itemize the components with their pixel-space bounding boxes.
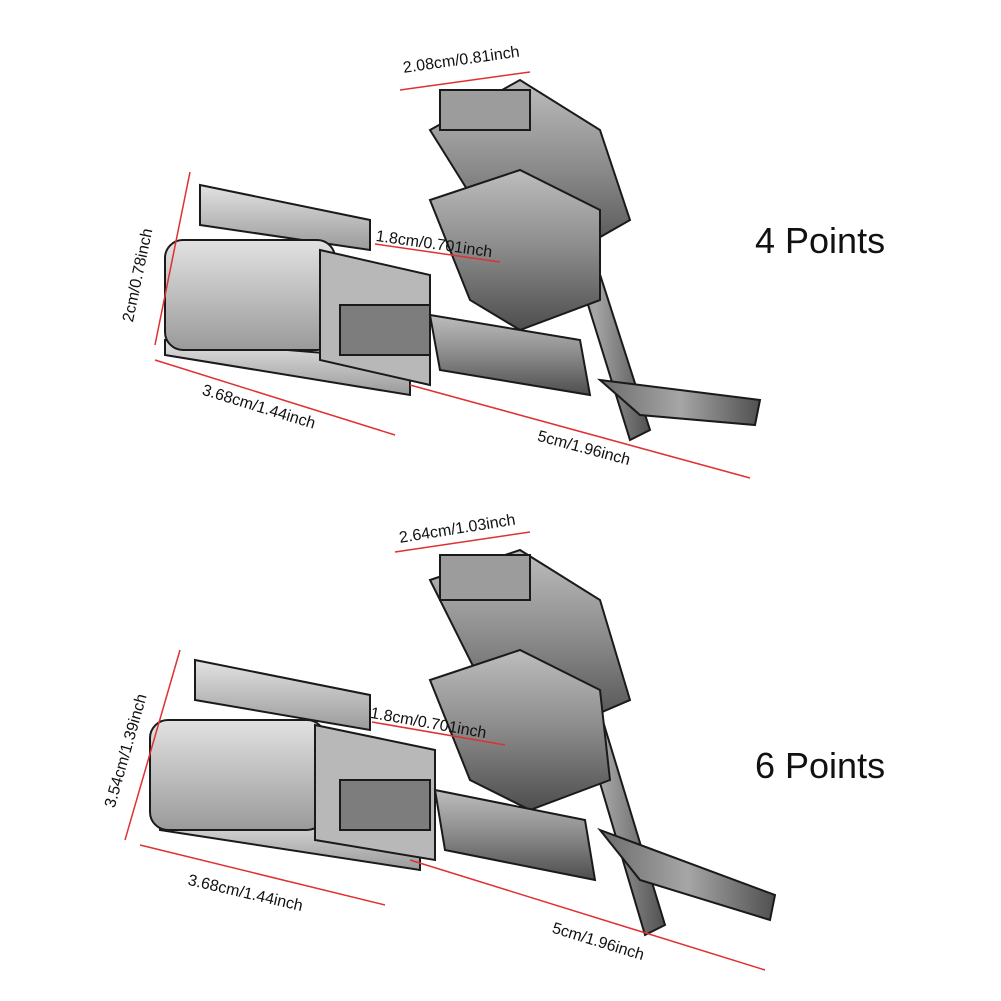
product-panel-4-points: 4 Points 2.08cm/0.81inch 2cm/0.78inch 1.…	[0, 0, 1001, 500]
upright-tool	[428, 78, 762, 442]
product-panel-6-points: 6 Points 2.64cm/1.03inch 3.54cm/1.39inch…	[0, 500, 1001, 1000]
extractor-tool-illustration	[154, 71, 762, 479]
dimension-lines	[124, 531, 766, 971]
upright-tool	[428, 548, 777, 937]
horizontal-tool	[149, 658, 597, 882]
variant-label: 6 Points	[755, 745, 886, 786]
extractor-tool-illustration	[124, 531, 777, 971]
horizontal-tool	[164, 183, 592, 397]
dimension-lines	[154, 71, 751, 479]
variant-label: 4 Points	[755, 220, 886, 261]
